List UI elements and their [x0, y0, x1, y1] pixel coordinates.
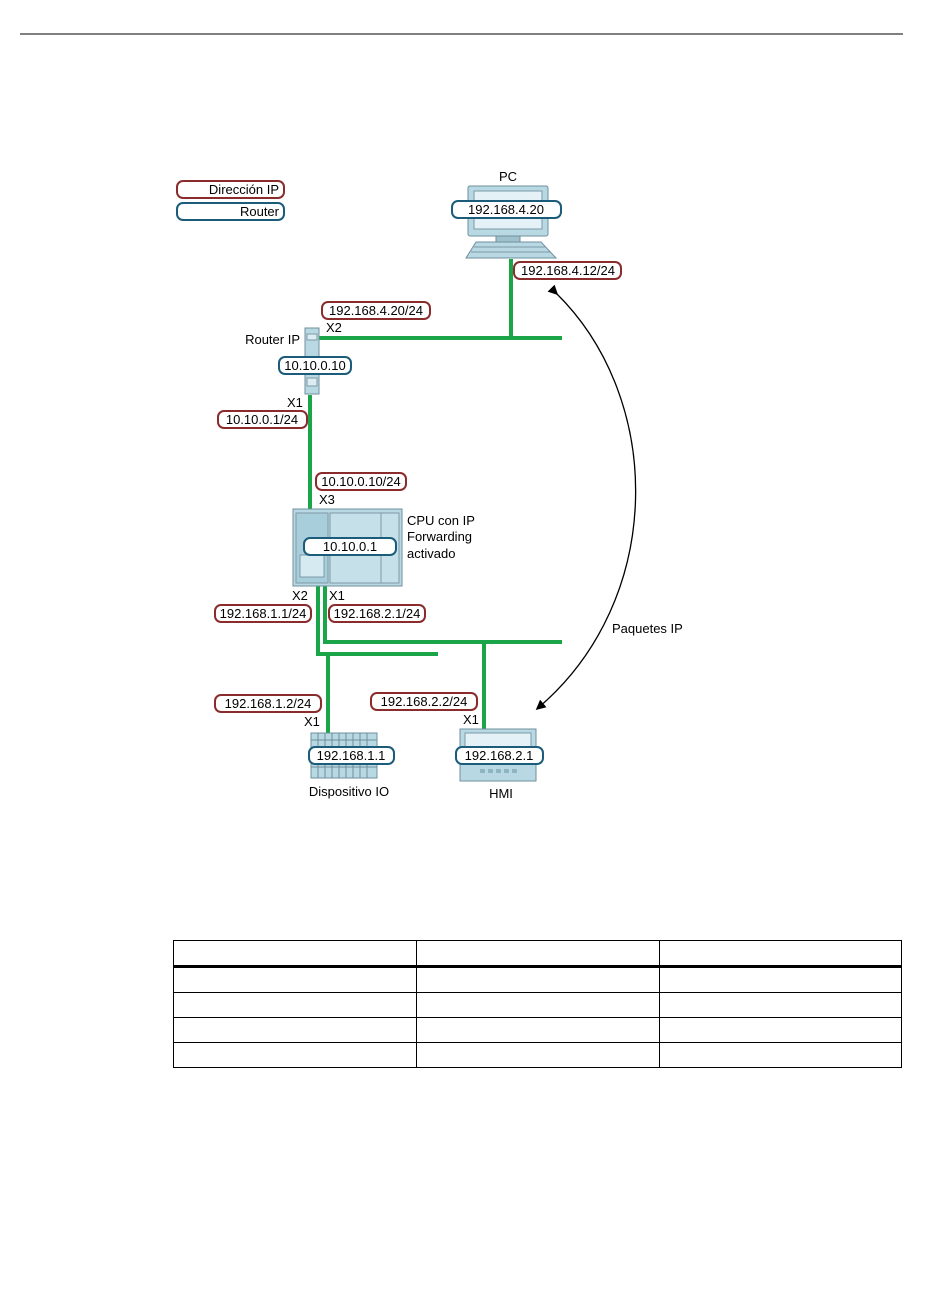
router-ip-device: 192.168.4.20/24 X2 Router IP 10.10.0.10 … — [217, 301, 431, 429]
cpu-x2-ip-box — [214, 604, 312, 623]
cpu-x2-ip: 192.168.1.1/24 — [220, 606, 307, 621]
router-title: Router IP — [245, 332, 300, 347]
legend-ip-label: Dirección IP — [209, 182, 279, 197]
cpu-x1-ip: 192.168.2.1/24 — [334, 606, 421, 621]
hmi-x1-label: X1 — [463, 712, 479, 727]
io-title: Dispositivo IO — [309, 784, 389, 799]
router-x1-ip: 10.10.0.1/24 — [226, 412, 298, 427]
io-router-ip: 192.168.1.1 — [317, 748, 386, 763]
router-x2-label: X2 — [326, 320, 342, 335]
pc-ip-box — [513, 261, 622, 280]
router-router-ip: 10.10.0.10 — [284, 358, 345, 373]
network-lines — [308, 259, 562, 740]
cpu-x1-label: X1 — [329, 588, 345, 603]
legend: Dirección IP Router — [176, 180, 285, 221]
network-diagram: Dirección IP Router PC 192.168.4.20 192.… — [20, 33, 903, 801]
cpu-x3-label: X3 — [319, 492, 335, 507]
router-x2-ip-box — [321, 301, 431, 320]
router-x2-ip: 192.168.4.20/24 — [329, 303, 423, 318]
hmi-router-ip: 192.168.2.1 — [465, 748, 534, 763]
router-x1-label: X1 — [287, 395, 303, 410]
ip-packets-arrow — [535, 284, 637, 710]
hmi-device: 192.168.2.2/24 X1 192.168.2.1 HMI — [370, 692, 544, 801]
io-ip-box — [214, 694, 322, 713]
pc-keyboard — [465, 241, 558, 259]
cpu-router-ip: 10.10.0.1 — [323, 539, 377, 554]
router-router-ip-box — [278, 356, 352, 375]
cpu-x1-ip-box — [328, 604, 426, 623]
cpu-device: 10.10.0.10/24 X3 10.10.0.1 CPU con IP Fo… — [214, 472, 475, 623]
pc-title: PC — [499, 169, 517, 184]
cpu-x2-label: X2 — [292, 588, 308, 603]
table-row — [173, 1042, 902, 1068]
cpu-title-line3: activado — [407, 546, 455, 561]
empty-table — [173, 940, 902, 1068]
pc-router-ip: 192.168.4.20 — [468, 202, 544, 217]
io-x1-label: X1 — [304, 714, 320, 729]
legend-router-label: Router — [240, 204, 280, 219]
cpu-x2-line — [316, 585, 438, 656]
io-device: 192.168.1.2/24 X1 192.168.1.1 Dispositiv… — [214, 694, 395, 799]
pc-device: PC 192.168.4.20 192.168.4.12/24 — [451, 169, 622, 280]
pc-stand — [495, 235, 521, 243]
cpu-title-line2: Forwarding — [407, 529, 472, 544]
io-router-ip-box — [308, 746, 395, 765]
cpu-x3-ip: 10.10.0.10/24 — [321, 474, 401, 489]
pc-router-ip-box — [451, 200, 562, 219]
table-header-row — [173, 940, 902, 968]
cpu-x3-ip-box — [315, 472, 407, 491]
cpu-router-ip-box — [303, 537, 397, 556]
hmi-title: HMI — [489, 786, 513, 801]
io-ip: 192.168.1.2/24 — [225, 696, 312, 711]
arrow-label: Paquetes IP — [612, 621, 683, 636]
legend-ip-swatch — [176, 180, 285, 199]
pc-ip: 192.168.4.12/24 — [521, 263, 615, 278]
hmi-ip-box — [370, 692, 478, 711]
table-row — [173, 992, 902, 1018]
hmi-router-ip-box — [455, 746, 544, 765]
table-row — [173, 1017, 902, 1043]
hmi-ip: 192.168.2.2/24 — [381, 694, 468, 709]
cpu-title-line1: CPU con IP — [407, 513, 475, 528]
router-x1-ip-box — [217, 410, 308, 429]
table-row — [173, 966, 902, 993]
legend-router-swatch — [176, 202, 285, 221]
